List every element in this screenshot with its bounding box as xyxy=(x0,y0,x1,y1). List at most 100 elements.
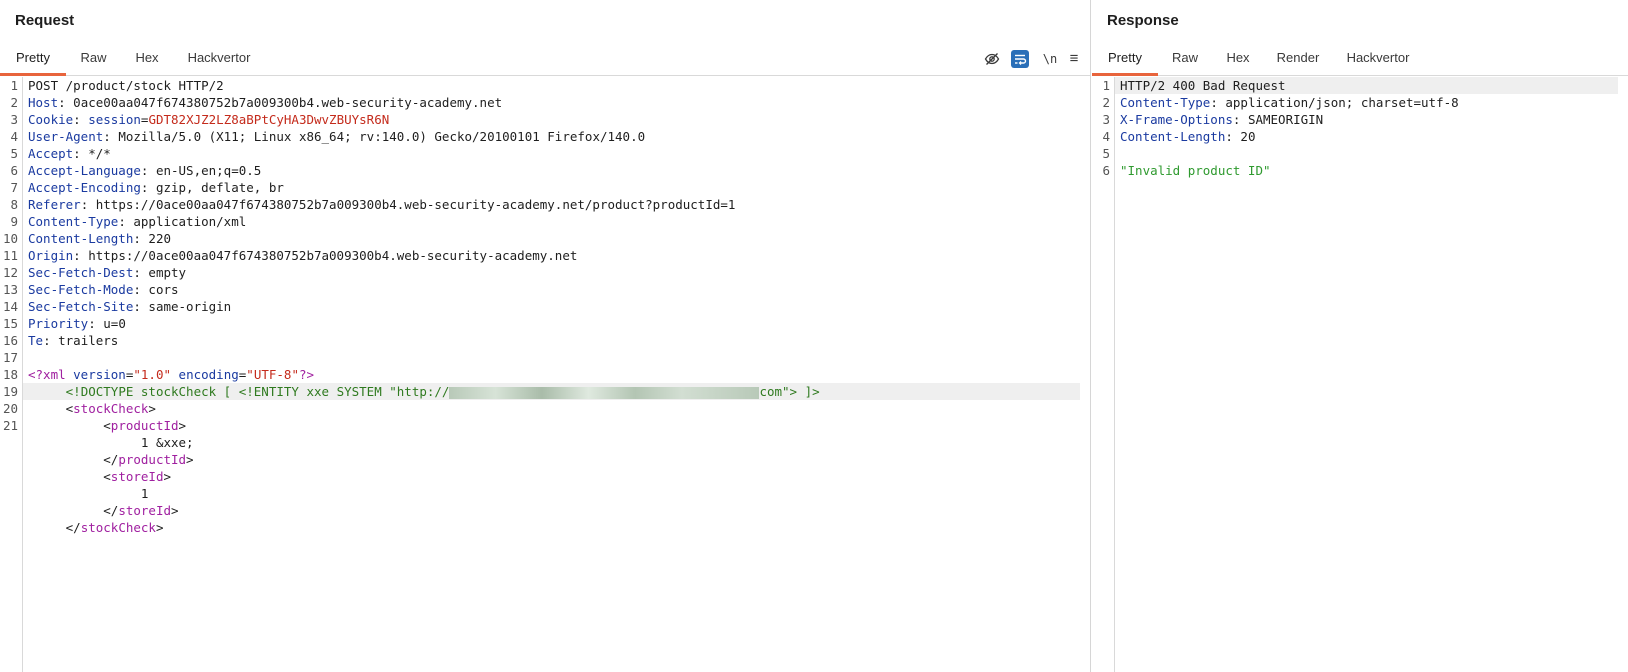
request-header-line: Priority: u=0 xyxy=(28,316,126,331)
request-header-line: Sec-Fetch-Dest: empty xyxy=(28,265,187,280)
response-body-line: "Invalid product ID" xyxy=(1120,162,1618,179)
xml-tag-line: <productId> xyxy=(28,418,187,433)
menu-icon[interactable]: ≡ xyxy=(1069,50,1079,67)
request-pane: Request Pretty Raw Hex Hackvertor \n ≡ 1… xyxy=(0,0,1091,672)
line-number: 20 xyxy=(2,401,18,416)
header-name: Accept-Language xyxy=(28,163,141,178)
response-tab-raw[interactable]: Raw xyxy=(1171,50,1198,65)
response-tab-hackvertor[interactable]: Hackvertor xyxy=(1346,50,1410,65)
header-name: X-Frame-Options xyxy=(1120,112,1233,127)
cookie-name: session xyxy=(88,112,141,127)
header-value: https://0ace00aa047f674380752b7a009300b4… xyxy=(88,197,736,212)
line-number: 17 xyxy=(2,350,18,365)
header-name: Sec-Fetch-Mode xyxy=(28,282,134,297)
header-value: */* xyxy=(80,146,111,161)
header-name: Content-Type xyxy=(1120,95,1211,110)
xml-tag-name: productId xyxy=(110,418,179,433)
header-name: Content-Type xyxy=(28,214,119,229)
xml-tag-name: stockCheck xyxy=(80,520,156,535)
response-title: Response xyxy=(1107,12,1179,29)
header-value: https://0ace00aa047f674380752b7a009300b4… xyxy=(80,248,578,263)
xml-decl-open: <?xml xyxy=(28,367,74,382)
line-number: 4 xyxy=(1102,129,1110,144)
request-tab-hackvertor[interactable]: Hackvertor xyxy=(187,50,251,65)
request-code: POST /product/stock HTTP/2 Host: 0ace00a… xyxy=(23,77,1090,672)
header-value: empty xyxy=(140,265,187,280)
header-name: Host xyxy=(28,95,59,110)
request-header-line: User-Agent: Mozilla/5.0 (X11; Linux x86_… xyxy=(28,129,646,144)
cookie-value: GDT82XJZ2LZ8aBPtCyHA3DwvZBUYsR6N xyxy=(148,112,390,127)
request-tab-pretty[interactable]: Pretty xyxy=(0,46,66,76)
line-number: 7 xyxy=(10,180,18,195)
xml-attr-value: "1.0" xyxy=(133,367,172,382)
xml-tag-line: </stockCheck> xyxy=(28,520,164,535)
header-name: Referer xyxy=(28,197,81,212)
header-value: same-origin xyxy=(140,299,232,314)
line-number: 12 xyxy=(2,265,18,280)
xml-text-line: 1 xyxy=(28,485,1080,502)
xml-text: 1 xyxy=(140,486,149,501)
line-number: 6 xyxy=(10,163,18,178)
xml-attr: version xyxy=(73,367,126,382)
xml-tag-name: storeId xyxy=(110,469,164,484)
header-value: cors xyxy=(140,282,179,297)
header-value: u=0 xyxy=(95,316,126,331)
wrap-lines-icon[interactable] xyxy=(1011,50,1029,68)
response-tab-render[interactable]: Render xyxy=(1276,50,1320,65)
eye-slash-icon[interactable] xyxy=(982,50,1002,68)
line-number: 2 xyxy=(1102,95,1110,110)
xml-tag-line: <stockCheck> xyxy=(28,401,156,416)
line-number: 15 xyxy=(2,316,18,331)
response-header-line: Content-Type: application/json; charset=… xyxy=(1120,95,1459,110)
status-line: HTTP/2 400 Bad Request xyxy=(1115,77,1618,94)
response-editor[interactable]: 1 2 3 4 5 6 HTTP/2 400 Bad Request Conte… xyxy=(1092,77,1628,672)
xml-decl-close: ?> xyxy=(298,367,315,382)
xml-tag-name: productId xyxy=(118,452,187,467)
request-header-line: Referer: https://0ace00aa047f674380752b7… xyxy=(28,197,736,212)
line-number: 10 xyxy=(2,231,18,246)
redacted-url xyxy=(449,386,760,399)
response-tab-hex[interactable]: Hex xyxy=(1226,50,1250,65)
header-value: 0ace00aa047f674380752b7a009300b4.web-sec… xyxy=(65,95,503,110)
response-body-text: "Invalid product ID" xyxy=(1120,163,1271,178)
request-header-line: Content-Type: application/xml xyxy=(28,214,247,229)
line-number: 18 xyxy=(2,367,18,382)
line-number: 19 xyxy=(2,384,18,399)
request-header-line: Accept-Encoding: gzip, deflate, br xyxy=(28,180,284,195)
header-value: SAMEORIGIN xyxy=(1240,112,1324,127)
request-title: Request xyxy=(15,12,75,29)
header-name: Origin xyxy=(28,248,74,263)
response-tab-pretty[interactable]: Pretty xyxy=(1092,46,1158,76)
line-number: 6 xyxy=(1102,163,1110,178)
header-name: Sec-Fetch-Dest xyxy=(28,265,134,280)
doctype-start: <!DOCTYPE stockCheck [ <!ENTITY xxe SYST… xyxy=(65,384,450,399)
header-name: Accept-Encoding xyxy=(28,180,141,195)
status-line-text: HTTP/2 400 Bad Request xyxy=(1120,78,1286,93)
request-line-text: POST /product/stock HTTP/2 xyxy=(28,78,224,93)
header-value: en-US,en;q=0.5 xyxy=(148,163,262,178)
line-number: 11 xyxy=(2,248,18,263)
xml-tag-name: storeId xyxy=(118,503,171,518)
request-header-line: Accept-Language: en-US,en;q=0.5 xyxy=(28,163,262,178)
newline-toggle-icon[interactable]: \n xyxy=(1042,52,1058,66)
request-editor[interactable]: 1 2 3 4 5 6 7 8 9 10 11 12 13 14 15 16 1… xyxy=(0,77,1090,672)
line-number: 3 xyxy=(1102,112,1110,127)
header-value: 220 xyxy=(140,231,171,246)
xml-tag-name: stockCheck xyxy=(73,401,149,416)
request-header-line: Host: 0ace00aa047f674380752b7a009300b4.w… xyxy=(28,95,503,110)
xml-tag-line: </productId> xyxy=(28,452,194,467)
header-name: Content-Length xyxy=(1120,129,1226,144)
line-number: 1 xyxy=(10,78,18,93)
header-name: Priority xyxy=(28,316,89,331)
xml-tag-line: <storeId> xyxy=(28,469,172,484)
request-tab-hex[interactable]: Hex xyxy=(135,50,159,65)
header-value: application/xml xyxy=(125,214,247,229)
header-name: Accept xyxy=(28,146,74,161)
request-tab-raw[interactable]: Raw xyxy=(80,50,107,65)
line-number: 13 xyxy=(2,282,18,297)
request-line-gutter: 1 2 3 4 5 6 7 8 9 10 11 12 13 14 15 16 1… xyxy=(0,77,23,672)
request-header-line: Accept: */* xyxy=(28,146,111,161)
response-tab-bar: Pretty Raw Hex Render Hackvertor xyxy=(1092,46,1628,76)
xml-declaration-line: <?xml version="1.0" encoding="UTF-8"?> xyxy=(28,367,315,382)
header-value: 20 xyxy=(1232,129,1256,144)
